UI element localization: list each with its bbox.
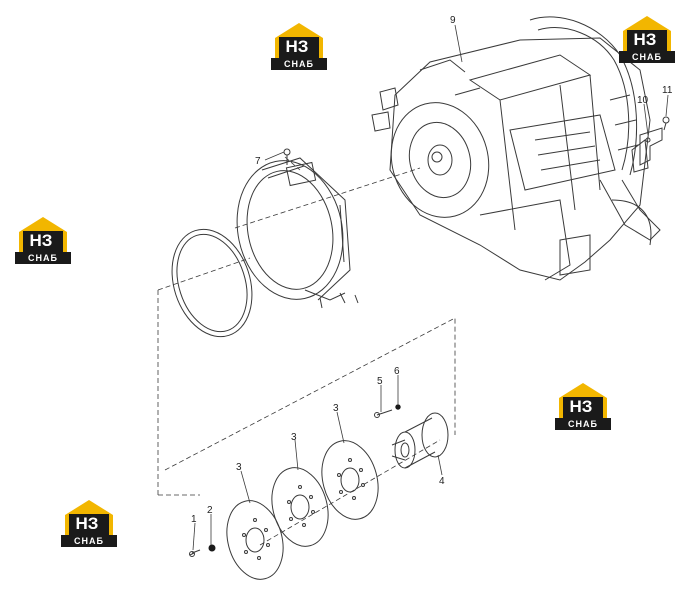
callout-5: 5 [377, 376, 383, 387]
flex-plate-3 [321, 440, 379, 520]
callout-10: 10 [637, 95, 649, 106]
house-icon [275, 23, 323, 58]
bolt-part-1 [189, 549, 201, 557]
bolt-part-11 [662, 116, 670, 131]
logo-mark: НЗ [75, 514, 99, 533]
callout-7: 7 [255, 156, 261, 167]
callout-labels: 1 2 3 3 3 4 5 6 7 9 10 11 [191, 15, 673, 525]
transmission-assembly [371, 16, 661, 281]
callout-11: 11 [662, 85, 673, 96]
logo-caption: СНАБ [61, 535, 117, 547]
callout-1: 1 [191, 514, 197, 525]
coupling-hub [391, 412, 449, 469]
house-icon [65, 500, 113, 535]
logo-caption: СНАБ [15, 252, 71, 264]
washer-part-2 [208, 544, 216, 552]
washer-part-6 [395, 404, 401, 410]
bracket-part [631, 127, 663, 173]
callout-6: 6 [394, 366, 400, 377]
house-icon [19, 217, 67, 252]
bolt-part-5 [374, 409, 393, 418]
flywheel-housing [236, 148, 359, 309]
house-icon [559, 383, 607, 418]
logo-caption: СНАБ [619, 51, 675, 63]
logo-mark: НЗ [29, 231, 53, 250]
house-icon [623, 16, 671, 51]
gasket-ring [171, 228, 253, 338]
callout-3b: 3 [291, 432, 297, 443]
watermark-logo: НЗ СНАБ [271, 20, 327, 72]
logo-mark: НЗ [569, 397, 593, 416]
callout-leaders [192, 24, 669, 551]
callout-3a: 3 [236, 462, 242, 473]
flex-plate-1 [226, 500, 284, 580]
watermark-logo: НЗ СНАБ [15, 214, 71, 266]
callout-4: 4 [439, 476, 445, 487]
watermark-logo: НЗ СНАБ [555, 380, 611, 432]
callout-3c: 3 [333, 403, 339, 414]
callout-2: 2 [207, 505, 213, 516]
assembly-guidelines [157, 156, 456, 546]
watermark-logo: НЗ СНАБ [61, 497, 117, 549]
logo-caption: СНАБ [271, 58, 327, 70]
logo-mark: НЗ [285, 37, 309, 56]
watermark-logo: НЗ СНАБ [619, 13, 675, 65]
callout-9: 9 [450, 15, 456, 26]
logo-caption: СНАБ [555, 418, 611, 430]
logo-mark: НЗ [633, 30, 657, 49]
flex-plate-2 [271, 467, 329, 547]
